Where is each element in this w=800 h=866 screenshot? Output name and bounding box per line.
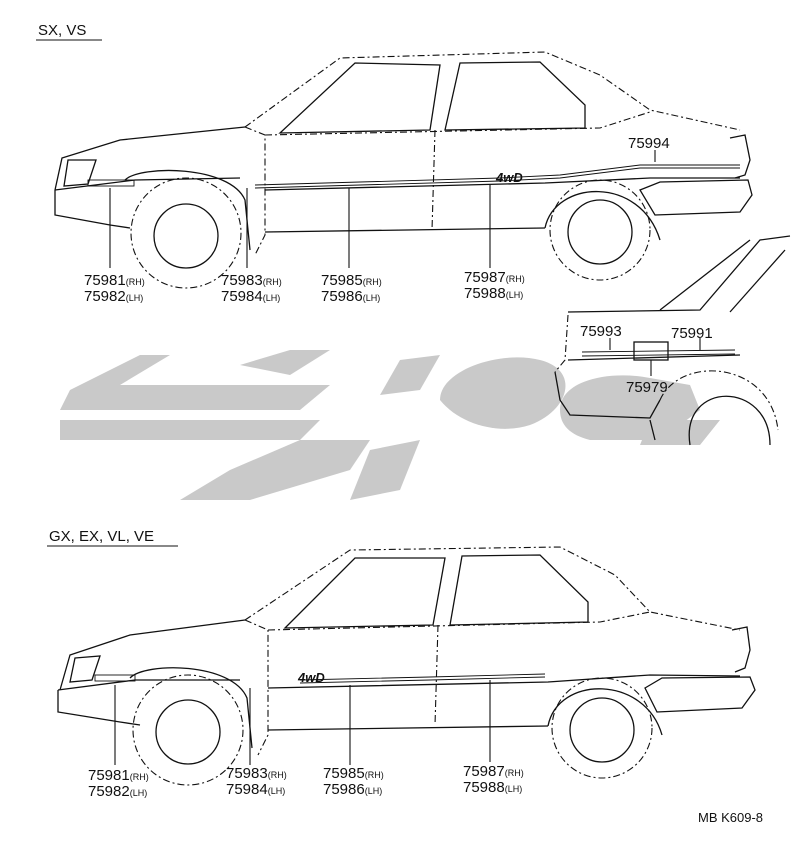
part-label-75982: 75982(LH) xyxy=(88,783,147,800)
part-label-75988: 75988(LH) xyxy=(463,779,522,796)
part-label-75987: 75987(RH) xyxy=(464,269,525,286)
part-label-75985: 75985(RH) xyxy=(323,765,384,782)
car-side-view-lower xyxy=(57,546,756,786)
part-label-75981: 75981(RH) xyxy=(84,272,145,289)
section-title-gx-ex-vl-ve: GX, EX, VL, VE xyxy=(49,528,154,545)
badge-4wd-lower: 4wD xyxy=(297,670,325,685)
part-label-75994: 75994 xyxy=(628,135,670,152)
part-label-75993: 75993 xyxy=(580,323,622,340)
part-label-75991: 75991 xyxy=(671,325,713,342)
trim-strip xyxy=(87,179,135,187)
part-label-75987: 75987(RH) xyxy=(463,763,524,780)
part-label-75985: 75985(RH) xyxy=(321,272,382,289)
trim-strip xyxy=(94,674,136,682)
part-label-75982: 75982(LH) xyxy=(84,288,143,305)
badge-4wd-upper: 4wD xyxy=(495,170,523,185)
figure-code: MB K609-8 xyxy=(698,810,763,825)
part-label-75984: 75984(LH) xyxy=(221,288,280,305)
part-label-75983: 75983(RH) xyxy=(221,272,282,289)
section-title-sx-vs: SX, VS xyxy=(38,22,86,39)
car-side-view-upper xyxy=(54,51,753,289)
part-label-75983: 75983(RH) xyxy=(226,765,287,782)
watermark-logo xyxy=(60,350,720,500)
part-label-75988: 75988(LH) xyxy=(464,285,523,302)
car-rear-detail-view xyxy=(554,235,791,446)
part-label-75979: 75979 xyxy=(626,379,668,396)
part-label-75984: 75984(LH) xyxy=(226,781,285,798)
part-label-75986: 75986(LH) xyxy=(323,781,382,798)
part-label-75981: 75981(RH) xyxy=(88,767,149,784)
part-label-75986: 75986(LH) xyxy=(321,288,380,305)
